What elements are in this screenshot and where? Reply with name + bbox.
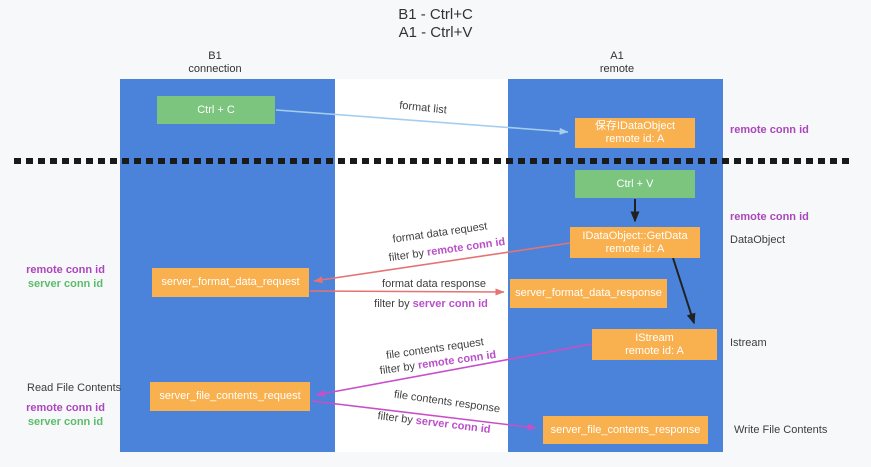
save-idataobject-line1: 保存IDataObject <box>594 120 676 132</box>
ctrl-c-label: Ctrl + C <box>197 103 235 116</box>
filter-by-text: filter by <box>374 298 413 310</box>
server-file-contents-response-label: server_file_contents_response <box>550 423 701 436</box>
diagram-title: B1 - Ctrl+C A1 - Ctrl+V <box>0 6 871 42</box>
left-server-conn-id-mid: server conn id <box>27 278 104 290</box>
right-dataobject-label: DataObject <box>730 234 786 246</box>
right-column-header: A1 remote <box>508 50 726 76</box>
save-idataobject-box: 保存IDataObject remote id: A <box>575 118 695 148</box>
ctrl-v-box: Ctrl + V <box>575 170 695 198</box>
right-write-file-contents-label: Write File Contents <box>734 424 828 436</box>
save-idataobject-line2: remote id: A <box>605 133 665 145</box>
ctrl-v-label: Ctrl + V <box>616 177 654 190</box>
istream-box: IStream remote id: A <box>592 329 717 360</box>
idataobject-getdata-box: IDataObject::GetData remote id: A <box>570 227 700 258</box>
ctrl-c-box: Ctrl + C <box>157 96 275 124</box>
right-remote-conn-id-top: remote conn id <box>730 124 809 136</box>
format-data-response-label: format data response <box>382 278 486 290</box>
server-format-data-request-label: server_format_data_request <box>161 276 300 288</box>
left-column-header: B1 connection <box>120 50 310 76</box>
title-line-2: A1 - Ctrl+V <box>398 24 473 41</box>
left-read-file-contents-label: Read File Contents <box>27 382 122 394</box>
server-format-data-response-box: server_format_data_response <box>510 279 667 308</box>
istream-line1: IStream <box>635 331 674 344</box>
right-column-subtitle: remote <box>599 63 635 75</box>
title-line-1: B1 - Ctrl+C <box>398 6 473 23</box>
left-remote-conn-id-mid: remote conn id <box>26 264 105 276</box>
server-format-data-response-label: server_format_data_response <box>515 287 662 299</box>
right-remote-conn-id-mid: remote conn id <box>730 211 809 223</box>
left-column-subtitle: connection <box>188 63 242 75</box>
getdata-line1: IDataObject::GetData <box>582 229 688 242</box>
server-file-contents-response-box: server_file_contents_response <box>543 416 708 444</box>
server-file-contents-request-box: server_file_contents_request <box>150 382 310 411</box>
left-server-conn-id-bottom: server conn id <box>27 416 104 428</box>
getdata-line2: remote id: A <box>605 242 665 255</box>
format-data-response-filter-label: filter by server conn id <box>374 298 488 310</box>
server-file-contents-request-label: server_file_contents_request <box>159 390 301 402</box>
left-column-name: B1 <box>208 50 222 62</box>
left-remote-conn-id-bottom: remote conn id <box>26 402 105 414</box>
server-conn-id-accent: server conn id <box>412 298 488 310</box>
right-istream-label: Istream <box>730 337 767 349</box>
istream-line2: remote id: A <box>625 344 684 357</box>
server-format-data-request-box: server_format_data_request <box>152 268 309 297</box>
right-column-name: A1 <box>610 50 624 62</box>
